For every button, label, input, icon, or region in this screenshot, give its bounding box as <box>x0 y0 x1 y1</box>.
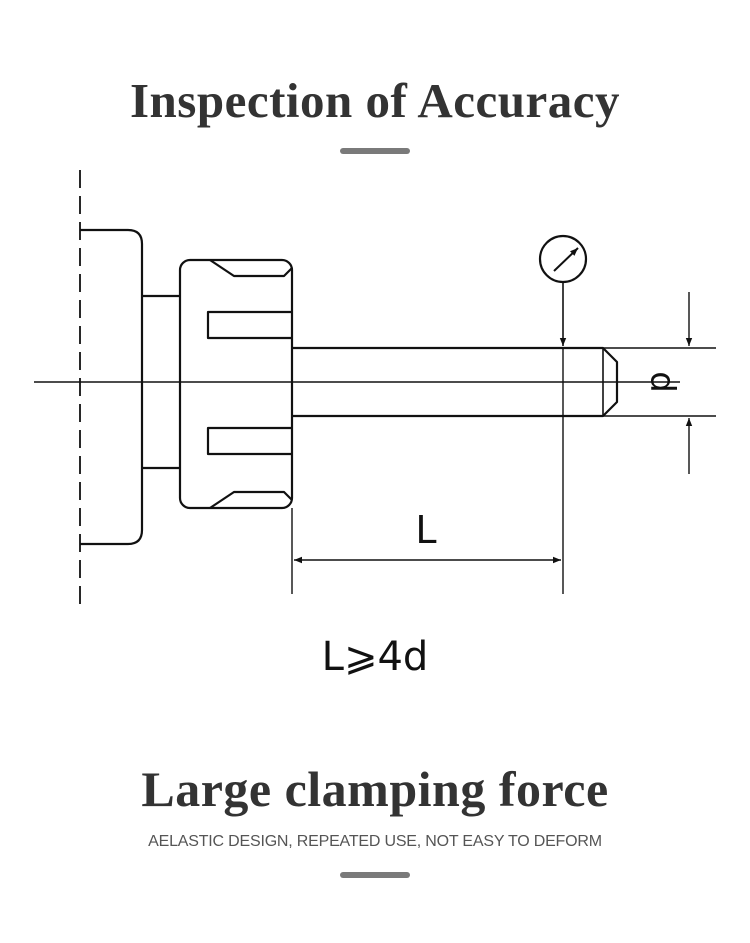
length-label: L <box>415 508 436 552</box>
accuracy-diagram: L d L⩾4d <box>34 170 716 680</box>
page-title: Inspection of Accuracy <box>129 73 621 128</box>
diameter-label: d <box>642 371 682 393</box>
collet-slot-top <box>206 310 292 340</box>
formula-label: L⩾4d <box>322 634 429 680</box>
dial-gauge-icon <box>538 234 588 284</box>
section-title: Large clamping force <box>141 761 609 817</box>
chuck-body <box>80 228 144 546</box>
nut-chamfer-bottom <box>209 490 293 509</box>
dial-needle <box>553 247 579 272</box>
section-subtitle: AELASTIC DESIGN, REPEATED USE, NOT EASY … <box>148 833 602 850</box>
title-underline <box>340 148 410 154</box>
section-underline <box>340 872 410 878</box>
collet-nut <box>178 258 294 510</box>
test-shaft <box>292 346 619 418</box>
nut-chamfer-top <box>209 259 293 278</box>
collet-slot-bottom <box>206 426 292 456</box>
